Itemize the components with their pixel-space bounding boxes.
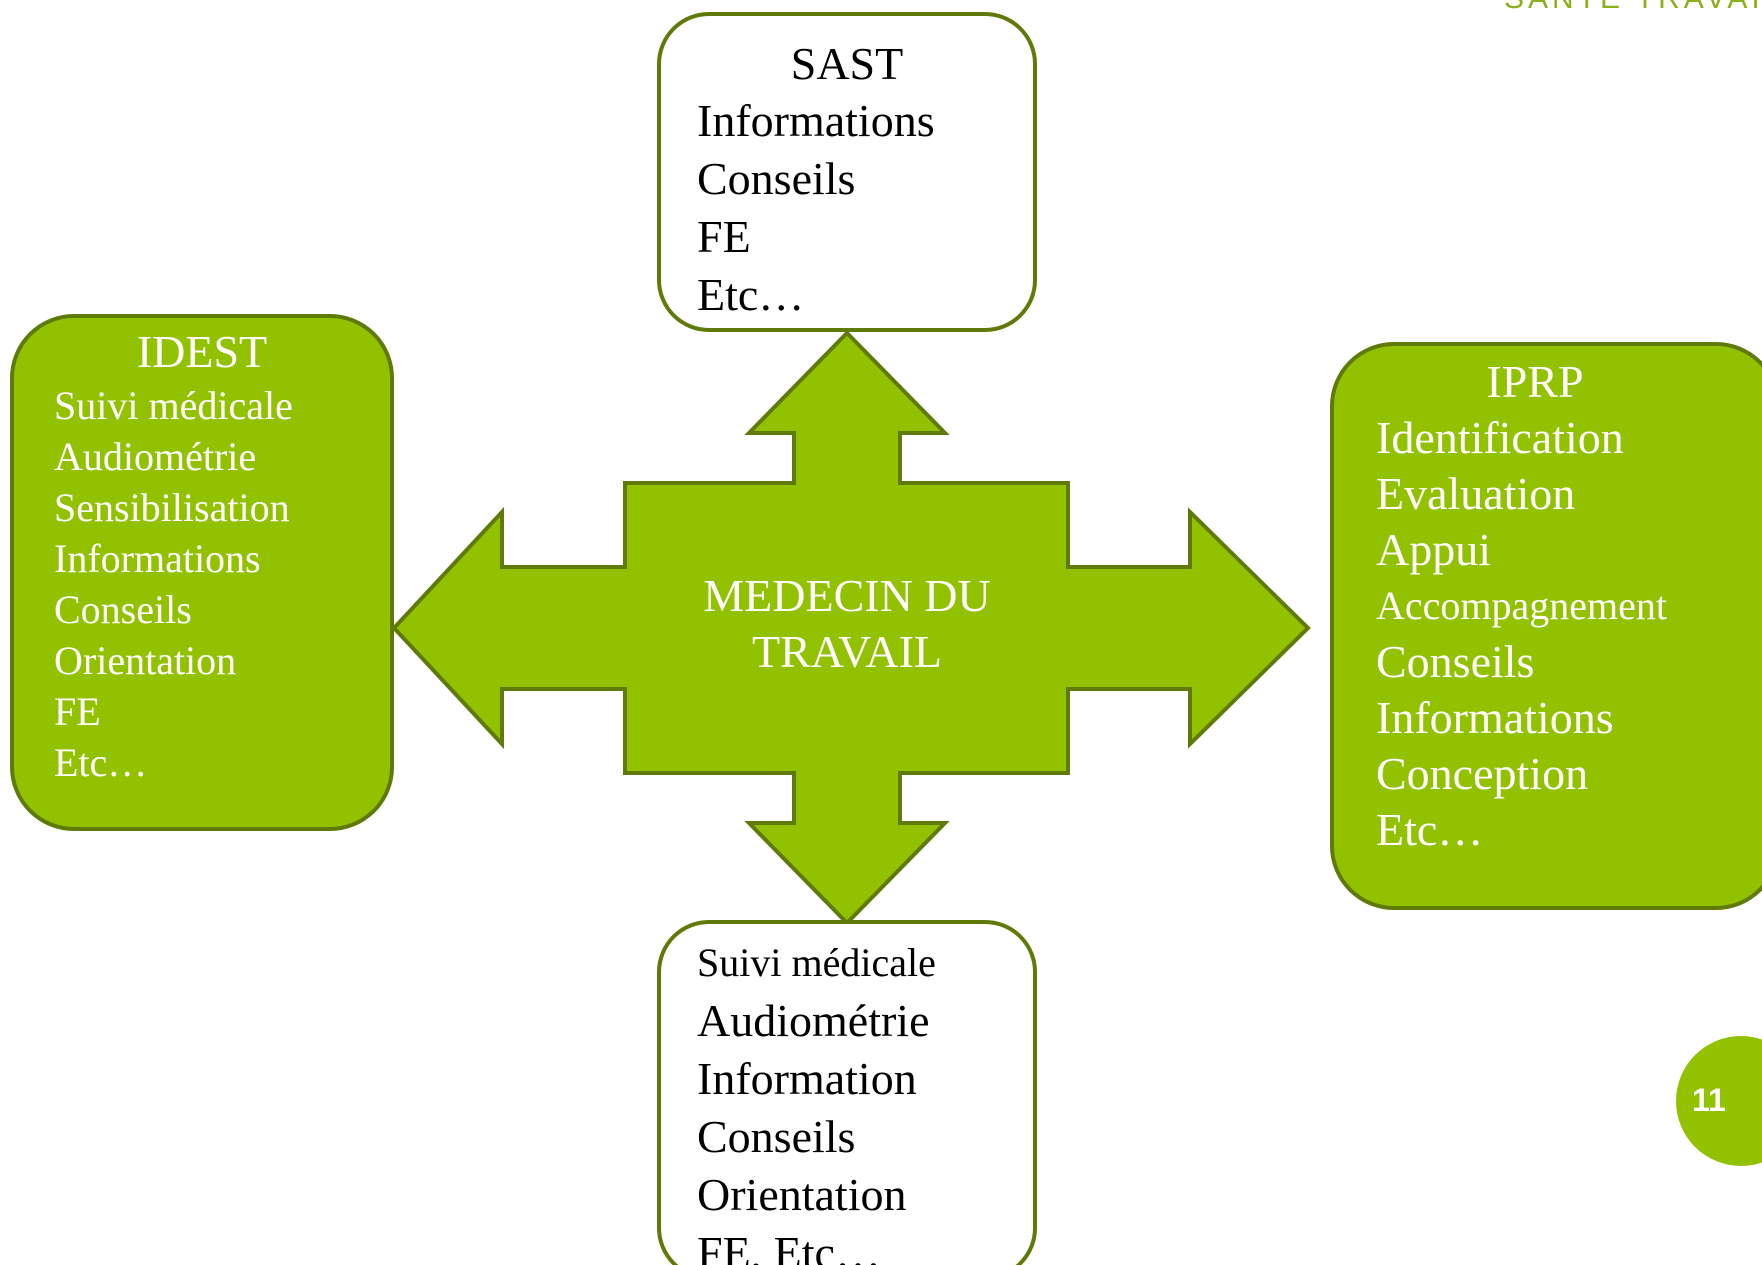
iprp-item: Accompagnement — [1376, 583, 1667, 628]
bottom-item: Audiométrie — [697, 995, 930, 1046]
idest-box: IDEST Suivi médicale Audiométrie Sensibi… — [10, 314, 394, 831]
idest-item: Informations — [54, 536, 261, 581]
iprp-item: Conseils — [1376, 636, 1535, 687]
sast-item: FE — [697, 211, 751, 262]
idest-item: Etc… — [54, 740, 148, 785]
brand-logo-text: SANTE TRAVAIL — [1504, 0, 1762, 16]
bottom-item: Conseils — [697, 1111, 856, 1162]
sast-item: Conseils — [697, 153, 856, 204]
idest-item: Audiométrie — [54, 434, 257, 479]
idest-item: Sensibilisation — [54, 485, 290, 530]
idest-title: IDEST — [136, 326, 268, 377]
idest-item: FE — [54, 689, 101, 734]
iprp-box: IPRP Identification Evaluation Appui Acc… — [1330, 342, 1762, 910]
iprp-item: Etc… — [1376, 804, 1484, 855]
idest-item: Orientation — [54, 638, 237, 683]
idest-item: Suivi médicale — [54, 383, 293, 428]
iprp-item: Conception — [1376, 748, 1589, 799]
bottom-item: FE, Etc… — [697, 1227, 881, 1265]
iprp-title: IPRP — [1486, 356, 1584, 407]
sast-item: Etc… — [697, 269, 805, 320]
sast-title: SAST — [790, 38, 904, 89]
iprp-item: Appui — [1376, 524, 1491, 575]
idest-item: Conseils — [54, 587, 192, 632]
iprp-item: Evaluation — [1376, 468, 1576, 519]
center-label-line-1: MEDECIN DU — [703, 570, 991, 621]
iprp-item: Identification — [1376, 412, 1624, 463]
bottom-item: Information — [697, 1053, 917, 1104]
bottom-box: Suivi médicale Audiométrie Information C… — [657, 920, 1037, 1265]
bottom-item: Orientation — [697, 1169, 907, 1220]
sast-box: SAST Informations Conseils FE Etc… — [657, 12, 1037, 332]
center-label-line-2: TRAVAIL — [752, 626, 942, 677]
sast-item: Informations — [697, 95, 935, 146]
center-label: MEDECIN DU TRAVAIL — [640, 568, 1054, 680]
iprp-item: Informations — [1376, 692, 1614, 743]
bottom-item: Suivi médicale — [697, 940, 936, 985]
